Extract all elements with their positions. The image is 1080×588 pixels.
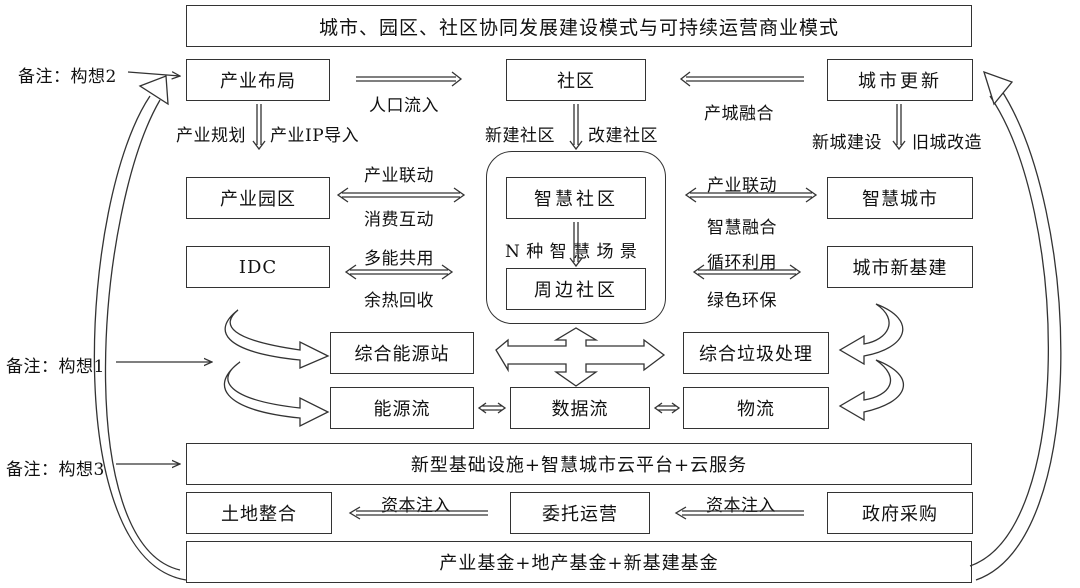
consumption-interaction-label: 消费互动 [364,210,434,230]
industry-city-fusion-label: 产城融合 [704,104,774,124]
multi-energy-label: 多能共用 [364,249,434,269]
new-city-label: 新城建设 [812,133,882,153]
smart-city-box: 智慧城市 [827,177,973,219]
land-integration-box: 土地整合 [186,492,332,534]
right-swirl-top [838,303,904,366]
capital-injection-right-label: 资本注入 [706,496,776,516]
integrated-waste-box: 综合垃圾处理 [683,332,829,374]
capital-injection-left-label: 资本注入 [381,496,451,516]
industry-planning-label: 产业规划 [176,126,246,146]
left-swirl-bottom [223,361,330,428]
energy-flow-box: 能源流 [330,387,474,429]
population-inflow-arrow [356,71,463,87]
note-concept2: 备注：构想2 [18,67,117,87]
population-inflow-label: 人口流入 [369,96,439,116]
community-down-arrow [569,104,583,151]
smart-community-container [486,151,666,324]
urban-renewal-box: 城市更新 [827,59,973,101]
industry-city-fusion-arrow [679,71,804,87]
smart-community-box: 智慧社区 [506,177,646,219]
infrastructure-box: 新型基础设施+智慧城市云平台+云服务 [186,443,972,485]
diagram-title: 城市、园区、社区协同发展建设模式与可持续运营商业模式 [186,5,972,47]
left-swirl-top [224,309,330,369]
note-concept3: 备注：构想3 [6,460,105,480]
data-logistics-double-arrow [653,402,681,414]
energy-data-double-arrow [477,402,507,414]
industry-linkage-right-label: 产业联动 [707,176,777,196]
old-city-label: 旧城改造 [912,133,982,153]
right-loop-arrow [969,87,1062,581]
industry-layout-down-arrow [252,104,266,151]
logistics-box: 物流 [683,387,829,429]
waste-heat-label: 余热回收 [364,291,434,311]
right-swirl-bottom [838,359,905,422]
industry-ip-label: 产业IP导入 [270,126,360,146]
new-community-label: 新建社区 [485,126,555,146]
surrounding-community-box: 周边社区 [506,268,646,310]
n-scenarios-label: N 种 智 慧 场 景 [505,242,638,262]
green-env-label: 绿色环保 [707,291,777,311]
four-way-arrow [495,327,666,387]
idc-box: IDC [186,246,330,288]
park-community-double-arrow [336,187,466,203]
rebuild-community-label: 改建社区 [588,126,658,146]
industry-layout-box: 产业布局 [186,59,330,101]
gov-procurement-box: 政府采购 [827,492,973,534]
right-loop-arrowhead [982,70,1014,106]
data-flow-box: 数据流 [510,387,650,429]
new-infra-box: 城市新基建 [827,246,973,288]
integrated-energy-station-box: 综合能源站 [330,332,474,374]
left-loop-arrowhead [138,75,169,106]
smart-fusion-label: 智慧融合 [707,218,777,238]
left-loop-arrow [93,95,187,581]
entrusted-operation-box: 委托运营 [510,492,650,534]
community-box: 社区 [506,59,646,101]
note-concept1: 备注：构想1 [6,357,105,377]
funds-box: 产业基金+地产基金+新基建基金 [186,541,972,583]
industry-linkage-left-label: 产业联动 [364,166,434,186]
urban-renewal-down-arrow [892,104,906,151]
note2-pointer-arrow [127,72,180,76]
industrial-park-box: 产业园区 [186,177,330,219]
recycling-label: 循环利用 [707,253,777,273]
